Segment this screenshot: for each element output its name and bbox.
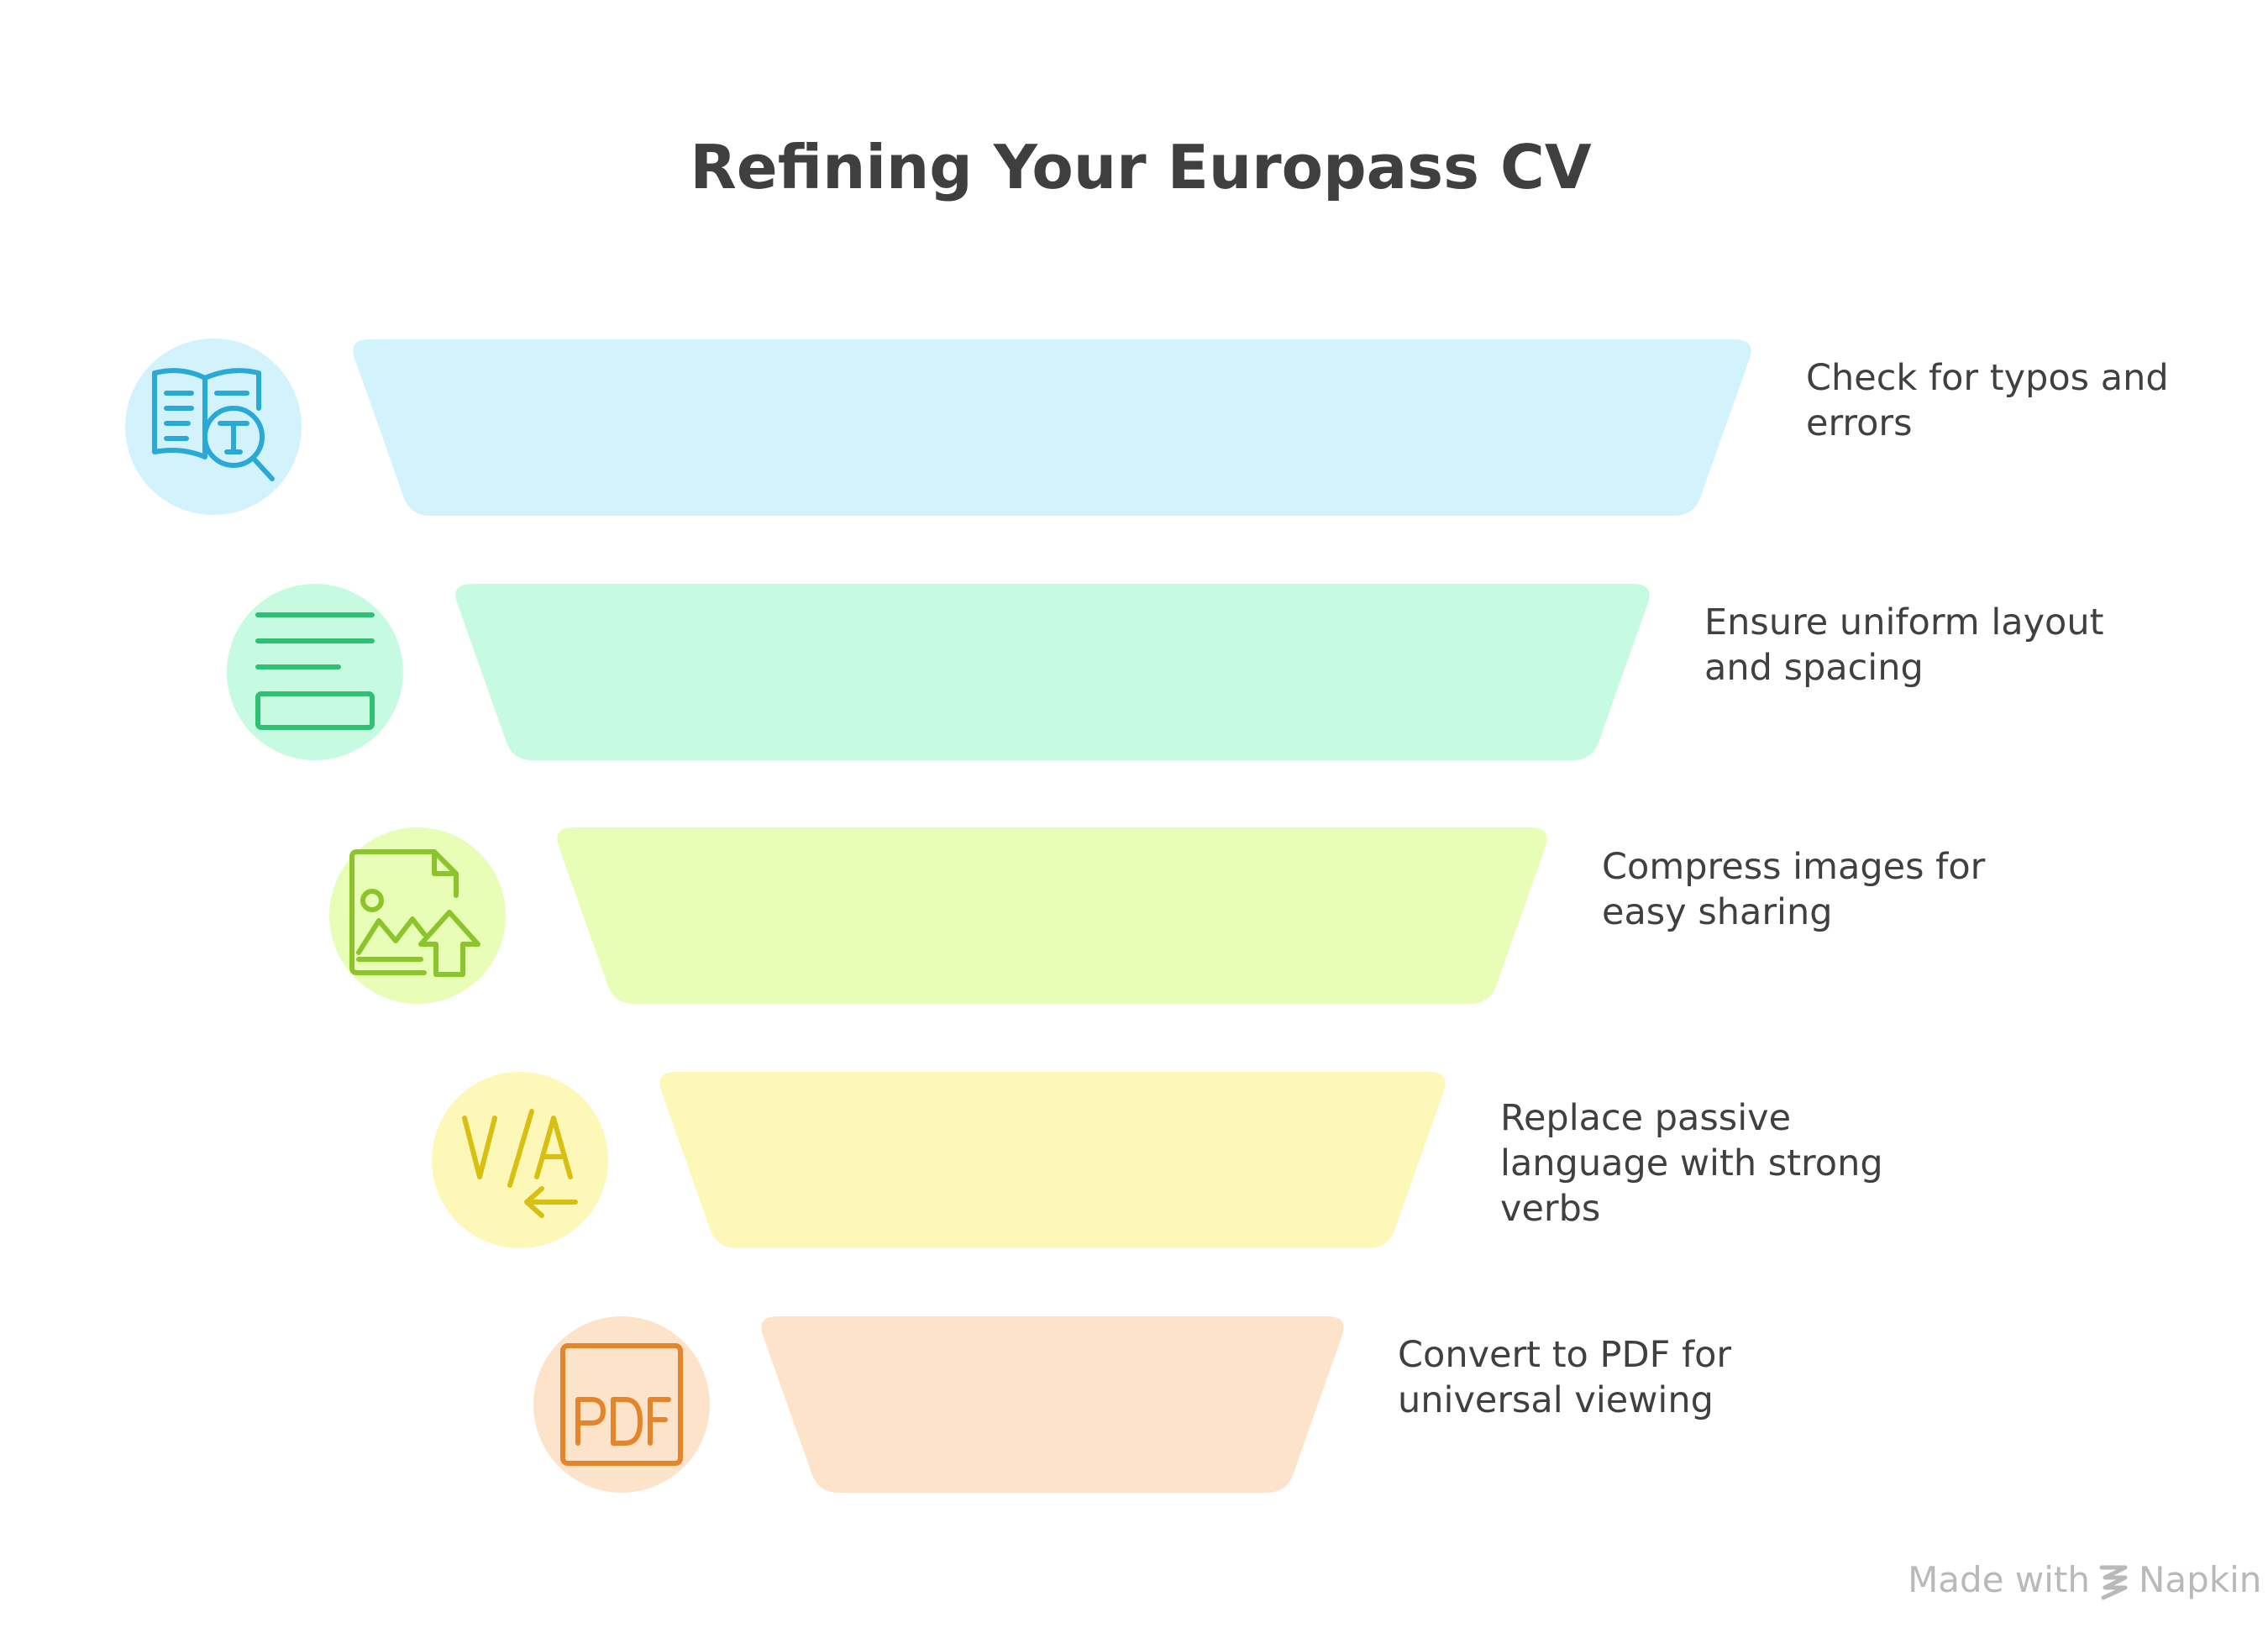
step-icon-circle-2: [227, 584, 403, 760]
step-label-2: Ensure uniform layout and spacing: [1704, 601, 2115, 689]
step-label-5-line-2: universal viewing: [1398, 1379, 1714, 1421]
funnel-step-1: Check for typos and errors: [125, 339, 2180, 516]
image-upload-icon: [349, 849, 480, 977]
funnel-step-4: Replace passive language with strong ver…: [432, 1072, 1894, 1248]
funnel-band-5: [761, 1316, 1344, 1493]
step-label-2-line-2: and spacing: [1704, 647, 1924, 689]
step-label-1: Check for typos and errors: [1806, 357, 2180, 444]
book-text-search-icon: [152, 368, 275, 481]
napkin-logo-icon: [2099, 1565, 2128, 1600]
funnel-band-3: [557, 827, 1547, 1004]
step-label-3: Compress images for easy sharing: [1602, 846, 1997, 933]
step-label-5: Convert to PDF for universal viewing: [1398, 1334, 1743, 1421]
funnel-step-5: Convert to PDF for universal viewing: [533, 1316, 1743, 1493]
funnel-band-2: [455, 584, 1650, 760]
step-label-2-line-1: Ensure uniform layout: [1704, 601, 2103, 643]
funnel-band-1: [353, 339, 1751, 516]
page-title: Refining Your Europass CV: [690, 132, 1591, 202]
funnel-band-4: [659, 1072, 1446, 1248]
step-icon-circle-4: [432, 1072, 608, 1248]
step-label-1-line-2: errors: [1806, 402, 1913, 444]
text-align-lines-icon: [255, 612, 375, 730]
step-label-4-line-2: language with strong: [1500, 1142, 1883, 1184]
voice-active-passive-icon: [462, 1109, 578, 1218]
pdf-file-icon: [560, 1343, 683, 1466]
step-label-4: Replace passive language with strong ver…: [1500, 1097, 1894, 1230]
step-label-4-line-3: verbs: [1500, 1188, 1600, 1230]
step-label-3-line-1: Compress images for: [1602, 846, 1986, 888]
step-icon-circle-5: [533, 1316, 710, 1493]
step-label-3-line-2: easy sharing: [1602, 891, 1833, 933]
watermark-brand: Napkin: [2139, 1559, 2261, 1600]
napkin-watermark: Made with Napkin: [1908, 1559, 2261, 1600]
funnel-step-3: Compress images for easy sharing: [329, 827, 1997, 1004]
step-label-1-line-1: Check for typos and: [1806, 357, 2169, 399]
step-label-5-line-1: Convert to PDF for: [1398, 1334, 1731, 1376]
step-icon-circle-1: [125, 339, 302, 515]
funnel-step-2: Ensure uniform layout and spacing: [227, 584, 2115, 760]
step-label-4-line-1: Replace passive: [1500, 1097, 1791, 1139]
watermark-prefix: Made with: [1908, 1559, 2090, 1600]
